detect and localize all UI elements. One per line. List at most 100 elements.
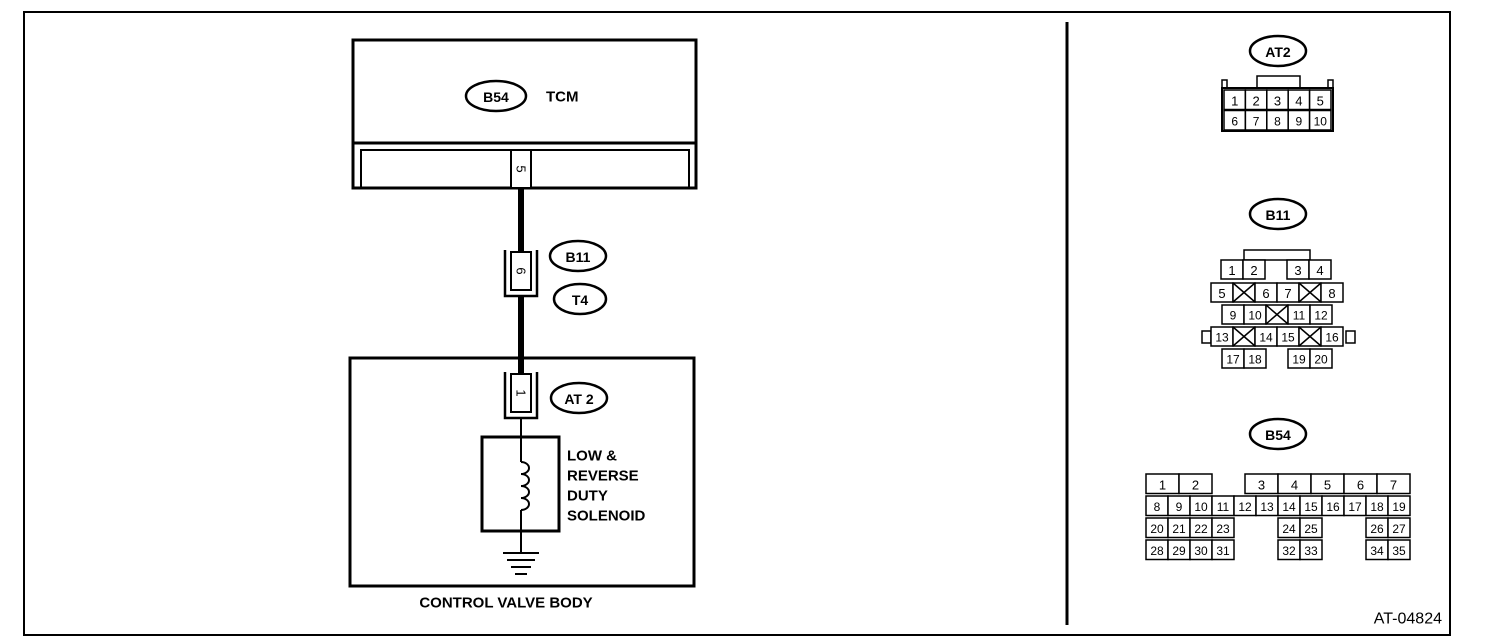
blank-pin-cell [1298,326,1322,347]
pin-cell: 29 [1167,539,1191,561]
pin-cell: 10 [1308,109,1332,131]
pin-number: 10 [1314,114,1328,128]
pin-number: 1 [1228,263,1235,278]
pin-number: 5 [1218,286,1225,301]
blank-pin-cross [1232,326,1256,347]
pin-number: 17 [1226,353,1240,367]
pin-cell: 3 [1244,473,1279,495]
pin-number: 12 [1238,500,1252,514]
pin-number: 3 [1294,263,1301,278]
pin-cell-box [1376,473,1411,495]
at2-face-label: AT2 [1265,44,1291,60]
pin-number: 6 [1357,477,1364,492]
joint-connector: 6 B11 T4 [503,239,608,316]
solenoid-label-line-1: LOW & [567,448,617,465]
pin-cell: 22 [1189,517,1213,539]
pin-number: 28 [1150,544,1164,558]
pin-number: 14 [1259,331,1273,345]
pin-cell: 3 [1266,89,1289,111]
pin-cell: 31 [1211,539,1235,561]
pin-number: 24 [1282,522,1296,536]
pin-number: 7 [1253,114,1260,128]
pin-cell: 26 [1365,517,1389,539]
control-valve-body-label: CONTROL VALVE BODY [419,595,592,612]
pin-cell: 35 [1387,539,1411,561]
pin-cell: 3 [1286,259,1310,280]
pin-cell: 15 [1299,495,1323,517]
pin-number: 9 [1230,309,1237,323]
pin-cell: 1 [1220,259,1244,280]
pin-cell-box [1242,259,1266,280]
pin-cell: 5 [1310,473,1345,495]
pin-number: 7 [1284,286,1291,301]
pin-cell: 19 [1387,495,1411,517]
pin-cell: 13 [1255,495,1279,517]
pin-number: 5 [1324,477,1331,492]
pin-number: 12 [1314,309,1328,323]
tcm-module: 5 B54 TCM [351,38,698,190]
pin-number: 16 [1326,500,1340,514]
pin-cell-box [1320,326,1344,347]
pin-number: 11 [1217,500,1230,514]
pin-number: 5 [1317,93,1324,108]
pin-number: 4 [1316,263,1323,278]
pin-cell: 27 [1387,517,1411,539]
pin-cell: 7 [1276,282,1300,303]
pin-cell: 28 [1145,539,1169,561]
pin-cell: 5 [1308,89,1332,111]
pin-cell: 11 [1211,495,1235,517]
pin-cell-box [1320,282,1344,303]
blank-pin-cross [1232,282,1256,303]
pin-cell: 13 [1210,326,1234,347]
pin-number: 31 [1216,544,1230,558]
pin-number: 2 [1192,477,1199,492]
pin-number: 4 [1291,477,1298,492]
pin-cell: 34 [1365,539,1389,561]
pin-cell: 9 [1221,304,1245,325]
solenoid-label-line-4: SOLENOID [567,508,646,525]
diagram-frame [23,11,1451,636]
pin-number: 4 [1295,93,1302,108]
pin-cell: 1 [1223,89,1247,111]
pin-cell-box [1309,348,1333,369]
blank-pin-cross [1298,282,1322,303]
pin-cell-box [1299,517,1323,539]
pin-cell-box [1211,517,1235,539]
pin-cell: 10 [1243,304,1267,325]
pin-number: 8 [1274,114,1281,128]
tcm-label: TCM [546,89,579,106]
pin-number: 35 [1392,544,1406,558]
blank-pin-cross [1265,304,1289,325]
joint-pin-label: 6 [514,267,529,274]
pin-cell: 18 [1243,348,1267,369]
pin-number: 7 [1390,477,1397,492]
pin-cell: 8 [1266,109,1289,131]
pin-number: 14 [1282,500,1296,514]
pin-number: 27 [1392,522,1406,536]
pin-number: 23 [1216,522,1230,536]
at2-badge [549,381,609,415]
pin-cell-box [1387,517,1411,539]
pin-cell: 32 [1277,539,1301,561]
at2-housing [1221,87,1334,132]
pin-number: 26 [1370,522,1384,536]
pin-cell: 17 [1221,348,1245,369]
tcm-connector-badge [464,79,528,113]
control-valve-body: CONTROL VALVE BODY 1 AT 2 LOW & REVERSE … [348,356,696,612]
pin-cell: 11 [1287,304,1311,325]
pin-cell-box [1308,259,1332,280]
pin-number: 32 [1282,544,1296,558]
at2-face-badge [1248,34,1308,68]
pin-cell-box [1387,495,1411,517]
pin-cell: 33 [1299,539,1323,561]
pin-number: 18 [1248,353,1262,367]
at2-left-tab [1221,79,1228,88]
joint-connector-housing [503,250,539,298]
b54-face-badge [1248,417,1308,451]
pin-number: 8 [1154,500,1161,514]
pin-number: 30 [1194,544,1208,558]
pin-cell: 4 [1287,89,1311,111]
